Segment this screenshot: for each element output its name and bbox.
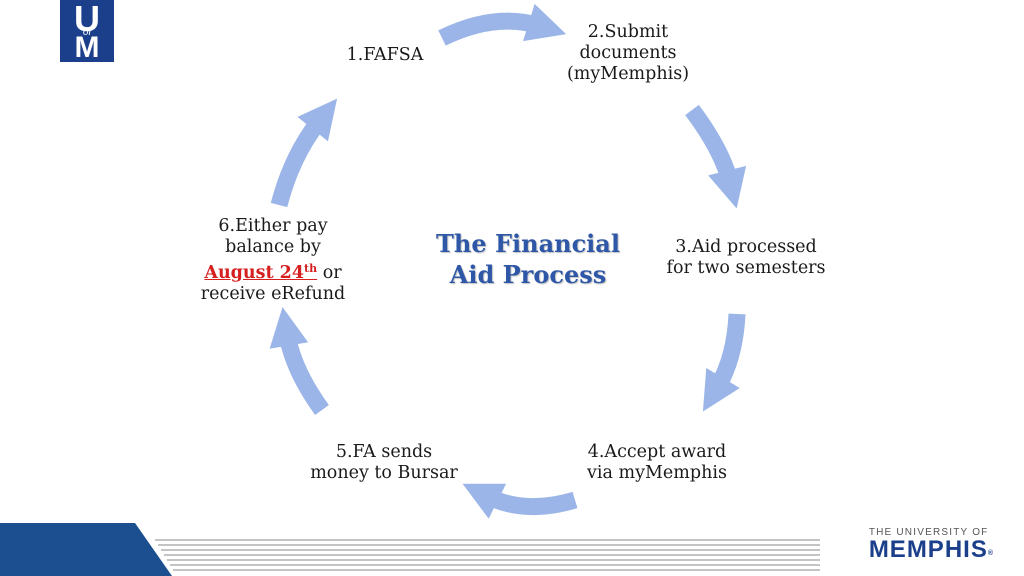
step-3-line-1: 3.Aid processed [675, 237, 817, 257]
step-4-line-2: via myMemphis [587, 463, 727, 483]
arrow-3-to-4 [702, 313, 746, 412]
logo-letter-m: M [74, 31, 100, 64]
step-1-fafsa: 1.FAFSA [330, 45, 440, 66]
step-2-line-3: (myMemphis) [566, 64, 690, 84]
wordmark-memphis: MEMPHIS [868, 536, 988, 563]
arrow-5-to-6 [269, 307, 329, 415]
step-2-submit-documents: 2.Submit documents (myMemphis) [548, 22, 708, 85]
step-3-line-2: for two semesters [666, 258, 826, 278]
logo-letter-u: U [74, 0, 100, 39]
step-2-line-1: 2.Submit [587, 22, 669, 42]
step-3-aid-processed: 3.Aid processed for two semesters [650, 237, 842, 279]
arrow-4-to-5 [462, 483, 578, 519]
footer-blue-block [0, 523, 172, 576]
diagram-title: The Financial Aid Process [418, 228, 638, 290]
university-logo: U of M [60, 0, 114, 64]
title-line-1: The Financial [436, 229, 620, 258]
title-line-2: Aid Process [449, 260, 607, 289]
deadline-or: or [322, 263, 342, 283]
step-4-line-1: 4.Accept award [587, 442, 727, 462]
step-1-line: 1.FAFSA [346, 45, 424, 65]
step-5-fa-sends: 5.FA sends money to Bursar [298, 442, 470, 484]
step-2-line-2: documents [579, 43, 677, 63]
step-6-line-1: 6.Either pay [218, 216, 328, 236]
footer-band [0, 523, 820, 576]
step-5-line-1: 5.FA sends [335, 442, 433, 462]
step-6-line-4: receive eRefund [200, 284, 346, 304]
step-4-accept-award: 4.Accept award via myMemphis [572, 442, 742, 484]
step-6-line-2: balance by [225, 237, 321, 257]
step-6-pay-or-refund: 6.Either pay balance by August 24th or r… [188, 216, 358, 305]
logo-letter-of: of [82, 27, 92, 38]
arrow-1-to-2 [438, 3, 567, 46]
arrow-6-to-1 [270, 98, 338, 208]
deadline-suffix: th [304, 262, 318, 275]
registered-mark: ® [987, 550, 994, 557]
step-5-line-2: money to Bursar [310, 463, 458, 483]
deadline-date: August 24 [204, 263, 305, 283]
payment-deadline: August 24th [204, 262, 318, 283]
wordmark-big: MEMPHIS® [869, 538, 994, 566]
wordmark-small: THE UNIVERSITY OF [868, 527, 989, 538]
step-6-line-3: August 24th or [188, 258, 358, 284]
arrow-2-to-3 [685, 104, 747, 209]
university-wordmark: THE UNIVERSITY OF MEMPHIS® [869, 527, 994, 566]
